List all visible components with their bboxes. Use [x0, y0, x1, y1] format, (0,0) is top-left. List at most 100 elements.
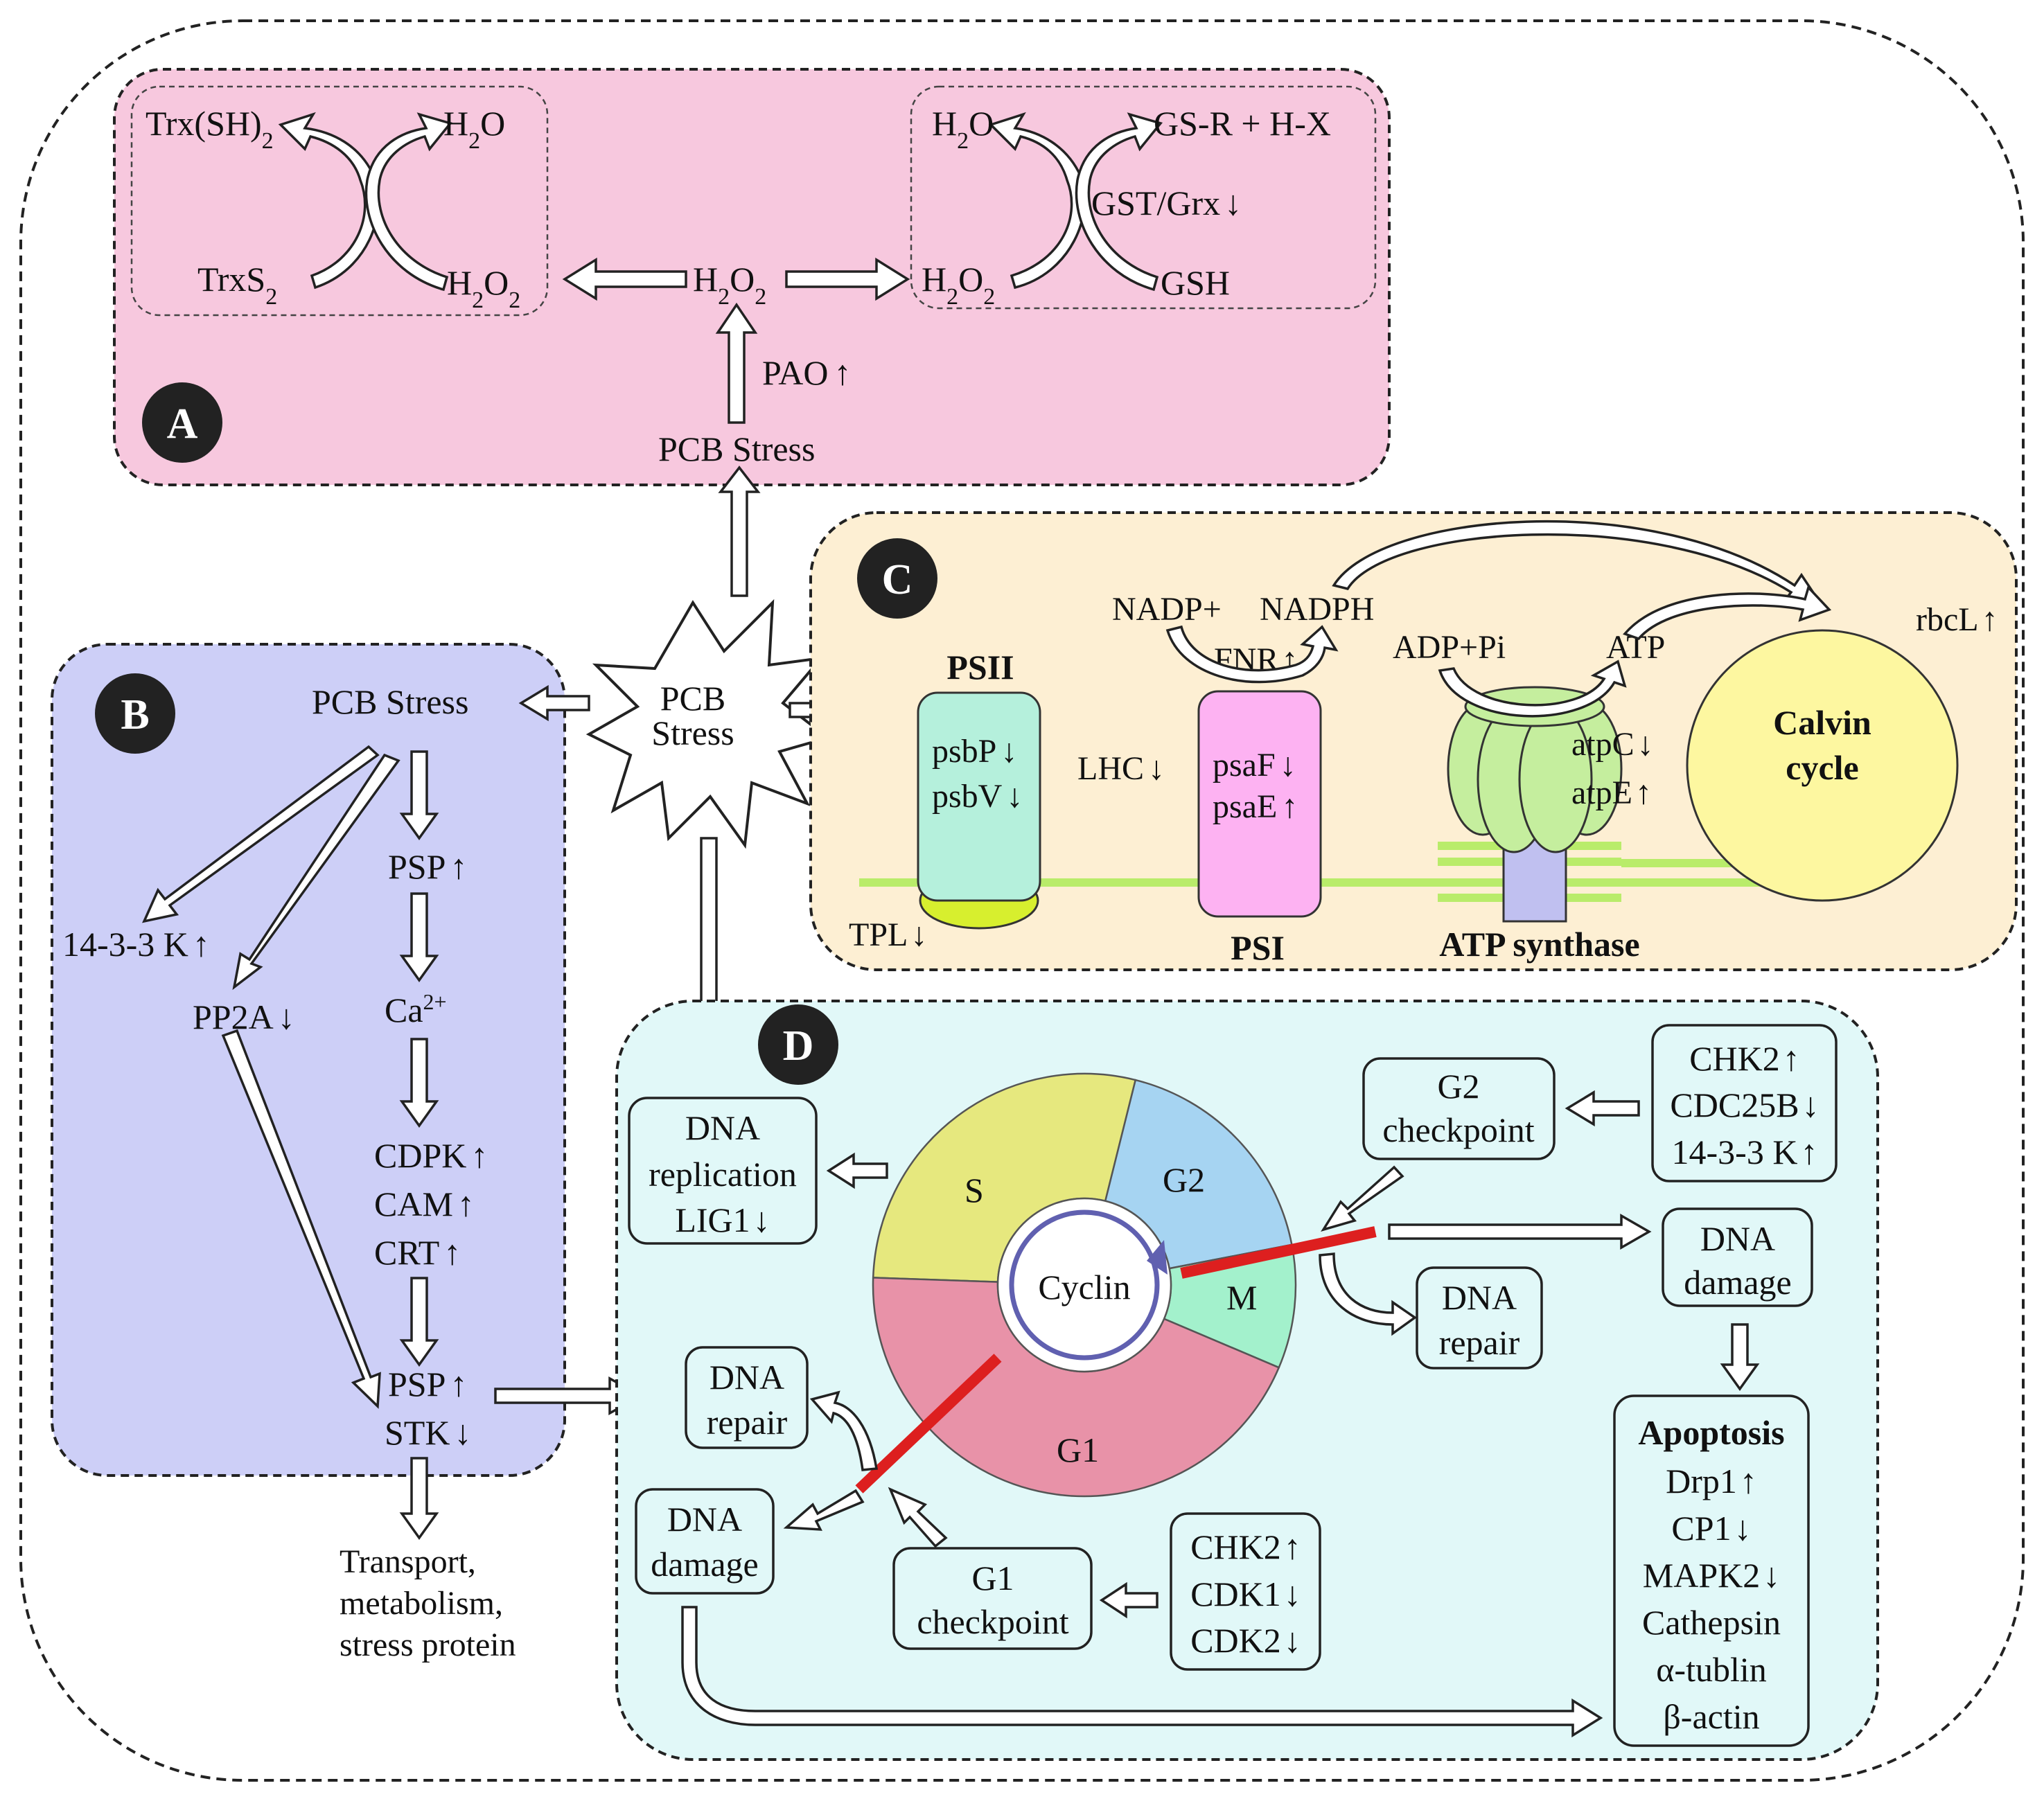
dna-repair-left-box — [685, 1346, 809, 1449]
cyclin-ring — [1009, 1209, 1160, 1361]
atp-to-calvin-arrow — [1623, 585, 1832, 641]
panel-d-badge-letter: D — [783, 1022, 814, 1070]
panel-b-badge-letter: B — [121, 691, 149, 738]
g2-checkpoint-bar — [1180, 1226, 1377, 1279]
h2o2-center-label: H2O2 — [693, 260, 766, 310]
phase-g1-label: G1 — [1057, 1430, 1099, 1469]
g1-checkpoint-to-bar-arrow — [888, 1487, 948, 1548]
cathepsin-label: Cathepsin — [1642, 1603, 1781, 1642]
gsh-label: GSH — [1161, 263, 1230, 302]
wheel-center — [996, 1197, 1172, 1373]
bar-to-dna-damage-arrow — [1388, 1213, 1652, 1250]
psi-label: PSI — [1231, 928, 1285, 967]
phase-m-label: M — [1226, 1278, 1257, 1317]
stress-burst-shape — [585, 599, 831, 849]
psii-label: PSII — [946, 648, 1014, 686]
gst-cycle-box — [910, 85, 1377, 310]
adp-to-atp-arrow — [1438, 659, 1627, 718]
adp-label: ADP+Pi — [1393, 629, 1506, 666]
pcb-stress-burst: PCB Stress — [518, 466, 861, 1042]
h2o2-to-gst-arrow — [785, 257, 910, 301]
pp2a-label: PP2A↓ — [193, 998, 295, 1036]
actin-label: β-actin — [1663, 1697, 1759, 1736]
psp-to-ca-arrow — [399, 892, 439, 983]
gst-grx-label: GST/Grx↓ — [1091, 184, 1242, 222]
atp-synthase-label: ATP synthase — [1439, 925, 1639, 964]
psaf-label: psaF↓ — [1213, 747, 1296, 783]
bar-to-dna-repair-right-arrow — [1319, 1252, 1418, 1336]
stk-label: STK↓ — [385, 1413, 471, 1452]
regulators-to-g1-arrow — [1099, 1581, 1158, 1619]
psae-label: psaE↑ — [1213, 788, 1298, 825]
g1-checkpoint-bar — [855, 1354, 1002, 1494]
g2-checkpoint-to-bar-arrow — [1321, 1165, 1404, 1232]
chk2-top-label: CHK2↑ — [1689, 1039, 1800, 1078]
regulators-to-g2-arrow — [1565, 1090, 1640, 1127]
dna-repair-right-line-1: DNA — [1442, 1278, 1517, 1317]
cdpk-label: CDPK↑ — [374, 1136, 488, 1175]
lig1-label: LIG1↓ — [675, 1200, 770, 1239]
cdk1-label: CDK1↓ — [1190, 1575, 1301, 1613]
k1433-d-label: 14-3-3 K↑ — [1672, 1133, 1818, 1171]
pp2a-to-psp-arrow — [221, 1029, 381, 1409]
g1-regulators-box — [1170, 1512, 1321, 1671]
outcome-line-2: metabolism, — [340, 1585, 503, 1622]
panel-c-background — [809, 511, 2018, 971]
psii-complex — [917, 691, 1041, 902]
crt-to-psp-arrow — [399, 1277, 439, 1367]
dna-damage-left-line-2: damage — [651, 1545, 758, 1584]
gst-cross-arrow-2 — [1075, 112, 1163, 292]
panel-a: Trx(SH)2 H2O TrxS2 H2O2 H2O2 PAO↑ PCB St… — [113, 68, 1391, 486]
pao-label: PAO↑ — [762, 353, 851, 392]
gs-product-label: GS-R + H-X — [1154, 104, 1331, 143]
stress-to-psp-arrow — [399, 750, 439, 841]
nadph-label: NADPH — [1260, 591, 1374, 628]
psbv-label: psbV↓ — [932, 778, 1023, 815]
psp-1-label: PSP↑ — [388, 847, 467, 886]
dna-damage-to-apoptosis-long-arrow — [681, 1606, 1603, 1738]
g2-checkpoint-line-2: checkpoint — [1382, 1110, 1534, 1149]
trx-reduced-label: Trx(SH)2 — [146, 104, 274, 154]
k1433-b-label: 14-3-3 K↑ — [62, 925, 210, 964]
trx-cycle-box — [130, 85, 549, 317]
lhc-label: LHC↓ — [1077, 750, 1165, 787]
pao-up-arrow — [715, 302, 758, 424]
bar-to-dna-repair-left-arrow — [809, 1390, 879, 1471]
cam-label: CAM↑ — [374, 1185, 475, 1223]
h2o-left-label: H2O — [443, 104, 505, 154]
calvin-cycle — [1686, 629, 1959, 902]
cyclin-ring-arrowhead — [1147, 1240, 1168, 1275]
h2o2-to-trx-arrow — [562, 257, 687, 301]
apoptosis-box — [1613, 1394, 1810, 1747]
trx-oxidized-label: TrxS2 — [197, 260, 277, 310]
panel-b-badge — [95, 673, 175, 754]
stress-to-pp2a-arrow — [232, 753, 400, 991]
panel-b: B PCB Stress 14-3-3 K↑ PP2A↓ PSP↑ Ca2+ C… — [51, 643, 644, 1663]
panel-a-badge — [142, 382, 222, 463]
g2-regulators-box — [1651, 1024, 1838, 1182]
g1-checkpoint-box — [892, 1547, 1093, 1650]
h2o-right-label: H2O — [932, 104, 994, 154]
panel-c-badge — [857, 538, 937, 619]
dna-damage-left-line-1: DNA — [667, 1500, 742, 1539]
g1-checkpoint-line-1: G1 — [971, 1559, 1014, 1597]
cp1-label: CP1↓ — [1671, 1509, 1751, 1548]
g2-checkpoint-line-1: G2 — [1437, 1067, 1479, 1106]
panel-c: C PSII psbP↓ psbV↓ TPL↓ LHC↓ psaF↓ psaE↑… — [809, 511, 2018, 971]
dna-damage-to-apoptosis-arrow — [1720, 1323, 1760, 1392]
ca-label: Ca2+ — [385, 989, 447, 1029]
burst-line-1: PCB — [660, 679, 726, 718]
ca-to-cdpk-arrow — [399, 1038, 439, 1128]
panel-a-stress-label: PCB Stress — [658, 429, 815, 468]
drp1-label: Drp1↑ — [1666, 1462, 1757, 1500]
g1-checkpoint-line-2: checkpoint — [917, 1602, 1068, 1641]
panel-d: D Cyclin S G2 M G1 DNA replication LIG1↓… — [615, 1000, 1879, 1761]
cell-boundary — [19, 19, 2025, 1782]
burst-line-2: Stress — [651, 714, 734, 752]
cell-cycle-wheel — [872, 1072, 1297, 1498]
psi-complex — [1197, 690, 1322, 918]
g2-checkpoint-box — [1362, 1057, 1556, 1160]
dna-replication-box — [628, 1097, 818, 1245]
phase-g2-label: G2 — [1163, 1160, 1205, 1199]
